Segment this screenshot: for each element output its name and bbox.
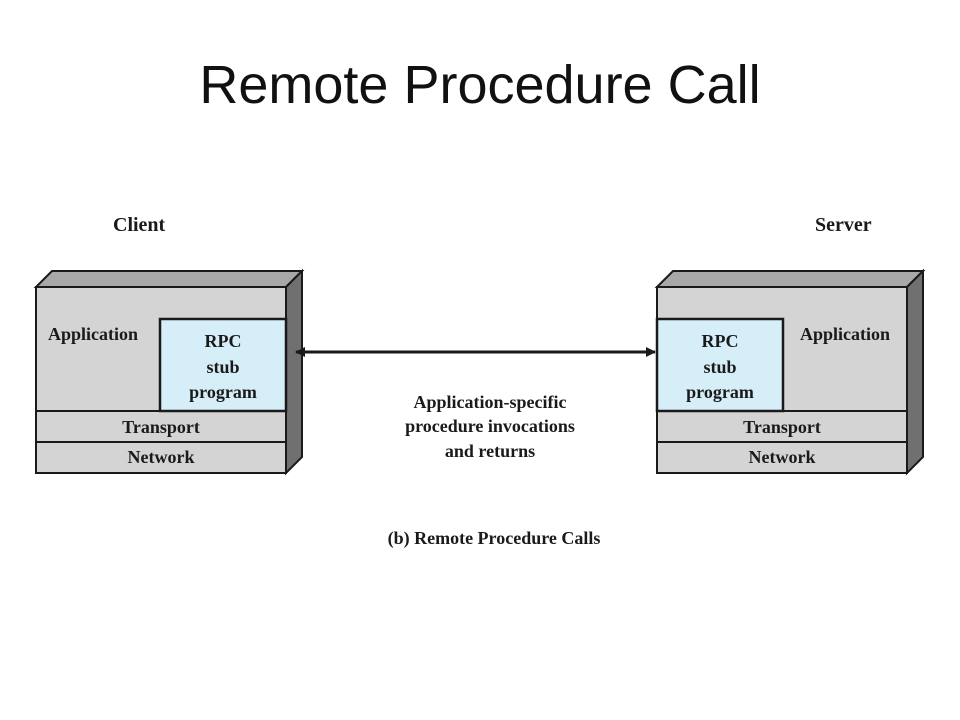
server-group: Server RPC stub program Application Tran…	[654, 214, 926, 476]
client-heading: Client	[113, 214, 166, 236]
slide-title: Remote Procedure Call	[199, 55, 761, 115]
server-application-label: Application	[800, 324, 890, 344]
server-transport-label: Transport	[743, 417, 821, 437]
client-box-side	[285, 268, 303, 476]
client-stub-line-2: stub	[206, 357, 239, 377]
client-box: Application RPC stub program Transport N…	[33, 268, 305, 476]
server-heading: Server	[815, 214, 872, 236]
server-box: RPC stub program Application Transport N…	[654, 268, 926, 476]
client-transport-label: Transport	[122, 417, 200, 437]
server-stub-line-2: stub	[703, 357, 736, 377]
client-group: Client Application RPC stub program Tran…	[33, 214, 305, 476]
client-stub-line-1: RPC	[205, 331, 242, 351]
figure-caption: (b) Remote Procedure Calls	[388, 528, 601, 549]
connector-label-line-1: Application-specific	[414, 392, 567, 412]
server-stub-box	[655, 317, 785, 413]
client-stub-line-3: program	[189, 382, 257, 402]
server-stub-line-3: program	[686, 382, 754, 402]
client-box-top	[33, 270, 305, 288]
server-box-top	[654, 270, 926, 288]
server-box-side	[906, 268, 924, 476]
connector-label-line-3: and returns	[445, 441, 535, 461]
client-network-label: Network	[128, 447, 195, 467]
client-stub-box	[158, 317, 288, 413]
connector-label-line-2: procedure invocations	[405, 416, 575, 436]
server-network-label: Network	[749, 447, 816, 467]
client-application-label: Application	[48, 324, 138, 344]
server-stub-line-1: RPC	[702, 331, 739, 351]
